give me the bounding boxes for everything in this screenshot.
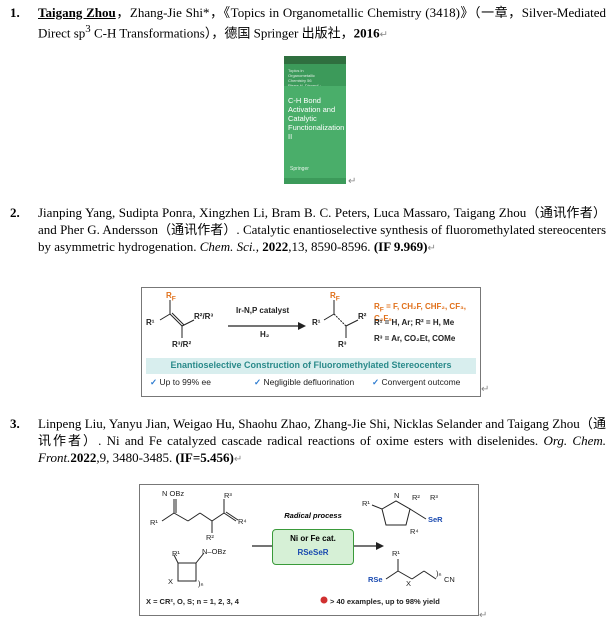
r3-label-product: R³ [338,340,347,349]
check-item: ✓ Up to 99% ee [150,377,212,387]
reference-number: 2. [10,205,20,220]
reference-number: 3. [10,416,20,431]
yield-note: > 40 examples, up to 98% yield [330,597,440,606]
cover-band [284,56,346,64]
return-mark-icon: ↵ [479,610,488,621]
band-title: Enantioselective Construction of Fluorom… [170,360,452,370]
reference-entry-1: 1. Taigang Zhou，Zhang-Jie Shi*，《Topics i… [10,4,606,43]
reference-year: 2016 [353,25,380,41]
cover-publisher: Springer [290,166,309,172]
r4-label: R⁴ [238,517,247,526]
return-mark-icon: ↵ [379,29,388,41]
catalyst-box: Ni or Fe cat. RSeSeR [272,529,354,565]
rf-label-product: RF [330,291,340,303]
r1-definition: R¹ = H, Ar; R² = H, Me [374,318,455,327]
check-icon: ✓ [150,377,158,387]
n-label: )ₙ [198,579,204,588]
reference-number: 1. [10,5,20,20]
reaction-scheme [161,499,437,604]
x-label-product: X [406,579,412,588]
r3-label-product: R³ [430,493,438,502]
r2r3-label: R²/R³ [194,312,214,321]
reagent-label: H₂ [260,330,270,339]
title-band: Enantioselective Construction of Fluorom… [146,358,476,374]
reagent-label: RSeSeR [297,548,329,557]
substrate-scope: X = CR², O, S; n = 1, 2, 3, 4 [146,597,239,606]
author-highlight: Taigang Zhou [38,5,116,20]
reference-entry-3: 3. Linpeng Liu, Yanyu Jian, Weigao Hu, S… [10,415,606,468]
r3r2-label: R³/R² [172,340,192,349]
reference-text-2: C-H Transformations），德国 Springer 出版社， [90,25,354,41]
return-mark-icon: ↵ [481,384,490,395]
r3-definition: R³ = Ar, CO₂Et, COMe [374,334,456,343]
n-label-nitrile: )ₙ [436,569,442,578]
process-label: Radical process [284,511,342,520]
check-item: ✓ Negligible defluorination [254,377,355,387]
rf-definition: RF = F, CH₂F, CHF₂, CF₃, C₂F₅ [374,302,467,323]
reference-text: Linpeng Liu, Yanyu Jian, Weigao Hu, Shao… [38,416,606,448]
r1-label: R¹ [146,318,155,327]
cover-panel [284,86,346,178]
return-mark-icon: ↵ [427,243,436,254]
r3-label: R³ [224,491,232,500]
r1-label-nitrile: R¹ [392,549,400,558]
x-label: X [168,577,174,586]
reference-year: 2022 [262,239,289,254]
impact-factor: (IF 9.969) [373,239,428,254]
reference-text: Jianping Yang, Sudipta Ponra, Xingzhen L… [38,205,606,254]
reference-text: ，Zhang-Jie Shi*，《Topics in Organometalli… [38,5,606,41]
rse-label: RSe [368,575,383,584]
return-mark-icon: ↵ [348,176,357,187]
impact-factor: (IF=5.456) [175,450,234,465]
obz-label: N OBz [162,489,185,498]
catalyst-label: Ni or Fe cat. [290,534,336,543]
r4-label-product: R⁴ [410,527,419,536]
book-cover-image: Topics in Organometallic Chemistry 56Pie… [284,56,346,184]
cover-title: C-H Bond Activation and Catalytic Functi… [288,96,345,141]
reference-entry-2: 2. Jianping Yang, Sudipta Ponra, Xingzhe… [10,204,606,257]
check-icon: ✓ [254,377,262,387]
reaction-scheme [159,300,359,338]
return-mark-icon: ↵ [233,454,243,465]
reference-pages: ,13, 8590-8596. [288,239,371,254]
cn-label: CN [444,575,455,584]
obz-label-ring: N–OBz [202,547,227,556]
r1-label-product: R¹ [312,318,321,327]
toc-graphic-radical: N OBz R¹ R³ R⁴ R² R¹ N–OBz X )ₙ X = CR²,… [139,484,479,616]
r2-label: R² [206,533,214,542]
reference-pages: ,9, 3480-3485. [96,450,173,465]
journal-name: Org. Chem. Front. [38,433,607,465]
superscript: 3 [85,23,91,35]
toc-graphic-hydrogenation: RF R¹ R²/R³ R³/R² Ir-N,P catalyst H₂ RF … [141,287,481,397]
r2-label-product: R² [358,312,367,321]
check-item: ✓ Convergent outcome [372,377,461,387]
r2-label-product: R² [412,493,420,502]
reference-year: 2022 [70,450,97,465]
n-label-product: N [394,491,400,500]
catalyst-label: Ir-N,P catalyst [236,306,290,315]
rf-label: RF [166,291,176,303]
r1-label: R¹ [150,518,158,527]
r1-label-product: R¹ [362,499,370,508]
r1-label-ring: R¹ [172,549,180,558]
journal-name: Chem. Sci., [199,239,259,254]
ser-label: SeR [428,515,443,524]
check-icon: ✓ [372,377,380,387]
